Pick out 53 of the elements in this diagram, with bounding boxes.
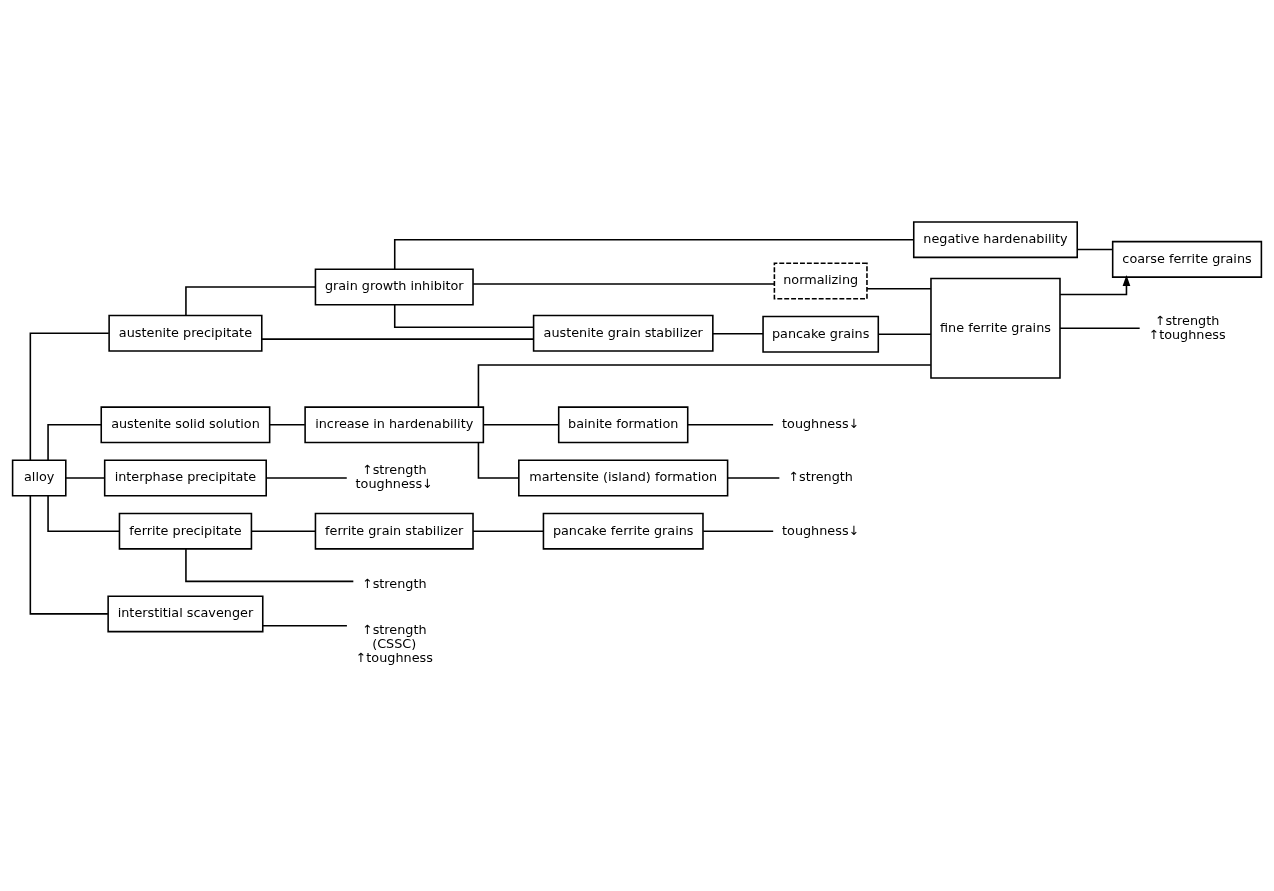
connector	[1076, 248, 1114, 251]
connector	[65, 477, 106, 479]
connector	[47, 424, 102, 461]
connector	[29, 494, 109, 615]
node-box: negative hardenability	[912, 221, 1078, 259]
node-text: toughness↓	[782, 416, 860, 432]
connector	[1059, 327, 1141, 330]
node-box: pancake ferrite grains	[542, 512, 704, 550]
connector	[477, 364, 932, 408]
connector	[250, 530, 316, 532]
connector	[866, 287, 932, 290]
node-box: bainite formation	[557, 406, 689, 444]
node-box: austenite grain stabilizer	[532, 314, 714, 352]
node-box: austenite solid solution	[100, 406, 271, 444]
node-box: increase in hardenability	[304, 406, 485, 444]
node-text: ↑strength	[361, 575, 427, 591]
node-box: alloy	[11, 459, 67, 497]
connector	[29, 332, 110, 462]
node-box: interphase precipitate	[103, 459, 267, 497]
node-text: ↑strength (CSSC) ↑toughness	[355, 622, 433, 665]
node-box: pancake grains	[762, 315, 880, 353]
node-box: interstitial scavenger	[107, 595, 264, 633]
connector	[393, 303, 535, 329]
node-box: coarse ferrite grains	[1111, 240, 1263, 278]
connector	[472, 283, 775, 285]
node-text: ↑strength toughness↓	[355, 462, 433, 492]
node-box: grain growth inhibitor	[314, 268, 474, 306]
connector	[877, 333, 932, 335]
connector	[702, 530, 774, 532]
connector	[185, 548, 355, 583]
node-box: fine ferrite grains	[930, 277, 1061, 379]
connector	[393, 238, 915, 270]
connector	[262, 624, 348, 627]
connector	[261, 338, 535, 340]
node-box: ferrite precipitate	[118, 512, 253, 550]
node-box: normalizing	[773, 262, 868, 300]
node-text: toughness↓	[782, 522, 860, 538]
connector	[726, 477, 781, 479]
connector	[712, 332, 764, 335]
connector	[477, 442, 520, 479]
connector	[482, 424, 560, 426]
connector	[185, 286, 316, 317]
node-box: austenite precipitate	[108, 314, 263, 352]
connector	[47, 495, 120, 532]
node-text: ↑strength ↑toughness	[1148, 312, 1226, 342]
node-box: ferrite grain stabilizer	[314, 512, 474, 550]
connector	[472, 530, 544, 532]
connector	[687, 424, 774, 426]
connector	[268, 424, 306, 426]
node-box: martensite (island) formation	[518, 459, 729, 497]
node-text: ↑strength	[788, 469, 853, 485]
arrow	[1059, 275, 1131, 296]
connector	[265, 477, 348, 479]
